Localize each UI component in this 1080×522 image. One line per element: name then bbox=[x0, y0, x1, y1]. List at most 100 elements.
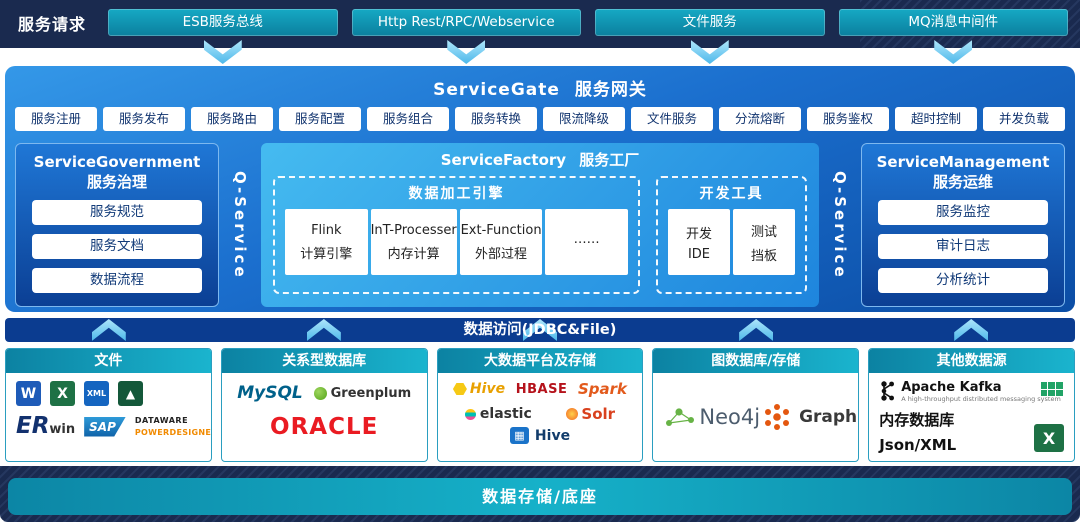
greenplum-logo: Greenplum bbox=[313, 386, 411, 401]
engine-cell-more: …… bbox=[545, 209, 628, 275]
datasource-other-body: Apache Kafka A high-throughput distribut… bbox=[869, 373, 1074, 461]
datasource-files-body: W X XML ▲ ER win SAP DATAWARE POWERDESIG… bbox=[6, 373, 211, 461]
feature-file-service: 文件服务 bbox=[631, 107, 713, 131]
arrow-down-icon bbox=[203, 40, 242, 64]
graphdb-text: GraphDB bbox=[799, 407, 858, 427]
powerdesigner-logo: POWERDESIGNER bbox=[134, 428, 212, 437]
engine-cell-ext-function: Ext-Function 外部过程 bbox=[459, 209, 543, 275]
data-engine-title: 数据加工引擎 bbox=[408, 186, 505, 202]
engine-cell-name: …… bbox=[573, 232, 600, 247]
hive-logo: Hive bbox=[452, 381, 505, 397]
feature-service-config: 服务配置 bbox=[279, 107, 361, 131]
solr-sun-icon bbox=[566, 408, 579, 420]
governance-items: 服务规范 服务文档 数据流程 bbox=[32, 200, 202, 293]
elastic-text: elastic bbox=[479, 406, 532, 422]
channel-mq-middleware: MQ消息中间件 bbox=[838, 9, 1068, 36]
engine-cells: Flink 计算引擎 InT-Processer 内存计算 Ext-Functi… bbox=[285, 209, 628, 275]
dev-tools-title: 开发工具 bbox=[699, 186, 764, 202]
datasource-bigdata-body: Hive HBASE Spark elastic Solr bbox=[438, 373, 643, 461]
request-channels: ESB服务总线 Http Rest/RPC/Webservice 文件服务 MQ… bbox=[108, 9, 1068, 36]
dataware-powerdesigner: DATAWARE POWERDESIGNER bbox=[134, 416, 212, 437]
engine-cell-desc: 计算引擎 bbox=[300, 246, 353, 262]
devtool-cells: 开发 IDE 测试 挡板 bbox=[667, 209, 795, 275]
datasource-files: 文件 W X XML ▲ ER win SAP DATAWARE PO bbox=[5, 348, 212, 462]
dataware-logo: DATAWARE bbox=[134, 416, 189, 425]
management-title-en: ServiceManagement bbox=[876, 153, 1050, 171]
governance-item-spec: 服务规范 bbox=[32, 200, 202, 225]
file-icons-row: W X XML ▲ bbox=[16, 381, 201, 406]
arrow-down-icon bbox=[934, 40, 973, 64]
service-governance-panel: ServiceGovernment 服务治理 服务规范 服务文档 数据流程 bbox=[15, 143, 219, 307]
kafka-name: Apache Kafka bbox=[901, 379, 1002, 395]
devtool-cell-mock: 测试 挡板 bbox=[732, 209, 795, 275]
elastic-logo: elastic bbox=[464, 406, 532, 422]
elastic-icon bbox=[464, 408, 476, 420]
excel-icon: X bbox=[50, 381, 75, 406]
governance-item-flow: 数据流程 bbox=[32, 268, 202, 293]
solr-logo: Solr bbox=[566, 405, 615, 423]
governance-title-en: ServiceGovernment bbox=[33, 153, 201, 171]
neo4j-graph-icon bbox=[666, 408, 695, 426]
spark-logo: Spark bbox=[578, 380, 628, 398]
management-item-monitor: 服务监控 bbox=[878, 200, 1048, 225]
kafka-logo: Apache Kafka A high-throughput distribut… bbox=[879, 379, 1064, 403]
engine-cell-desc: 内存计算 bbox=[387, 246, 440, 262]
neo4j-text: Neo4j bbox=[699, 405, 761, 429]
feature-service-compose: 服务组合 bbox=[367, 107, 449, 131]
json-xml-label: Json/XML bbox=[879, 436, 957, 454]
file-logos-row: ER win SAP DATAWARE POWERDESIGNER bbox=[16, 415, 211, 438]
greenplum-icon bbox=[313, 386, 327, 400]
memory-db-label: 内存数据库 bbox=[879, 411, 955, 429]
feature-circuit-break: 分流熔断 bbox=[719, 107, 801, 131]
kafka-icon bbox=[881, 381, 895, 401]
erwin-logo-win: win bbox=[49, 422, 76, 437]
kafka-subtitle: A high-throughput distributed messaging … bbox=[901, 394, 1061, 403]
service-gate-title: ServiceGate 服务网关 bbox=[433, 80, 647, 100]
data-storage-bar: 数据存储/底座 bbox=[8, 478, 1072, 515]
dev-tools-group: 开发工具 开发 IDE 测试 挡板 bbox=[655, 176, 807, 294]
datasource-files-title: 文件 bbox=[6, 349, 211, 373]
feature-service-register: 服务注册 bbox=[15, 107, 97, 131]
devtool-cell-name: 测试 bbox=[750, 224, 777, 240]
datasource-other-title: 其他数据源 bbox=[869, 349, 1074, 373]
relational-row1: MySQL Greenplum bbox=[232, 383, 417, 403]
feature-service-transform: 服务转换 bbox=[455, 107, 537, 131]
pyramid-file-icon: ▲ bbox=[118, 381, 143, 406]
arrow-down-icon bbox=[690, 40, 729, 64]
datasource-row: 文件 W X XML ▲ ER win SAP DATAWARE PO bbox=[5, 348, 1075, 462]
engine-cell-name: InT-Processer bbox=[370, 222, 457, 238]
datasource-relational-body: MySQL Greenplum ORACLE bbox=[222, 373, 427, 461]
devtool-cell-name: 开发 bbox=[685, 226, 712, 242]
service-request-label: 服务请求 bbox=[18, 15, 87, 34]
feature-timeout-control: 超时控制 bbox=[895, 107, 977, 131]
datasource-graph: 图数据库/存储 Neo4j bbox=[652, 348, 860, 462]
feature-service-auth: 服务鉴权 bbox=[807, 107, 889, 131]
bigdata-row1: Hive HBASE Spark bbox=[448, 380, 633, 398]
datasource-graph-body: Neo4j GraphDB bbox=[653, 373, 858, 461]
engine-cell-name: Ext-Function bbox=[460, 222, 542, 238]
sap-logo: SAP bbox=[84, 416, 126, 437]
engine-cell-desc: 外部过程 bbox=[475, 246, 528, 262]
hive-bee-icon bbox=[452, 383, 467, 395]
neo4j-logo: Neo4j bbox=[663, 405, 760, 429]
service-management-panel: ServiceManagement 服务运维 服务监控 审计日志 分析统计 bbox=[861, 143, 1065, 307]
kafka-text-col: Apache Kafka A high-throughput distribut… bbox=[901, 380, 1061, 403]
arrow-down-icon bbox=[447, 40, 486, 64]
q-service-right-label: Q-Service bbox=[831, 170, 849, 280]
graph-row: Neo4j GraphDB bbox=[663, 379, 858, 455]
channel-esb-bus: ESB服务总线 bbox=[108, 9, 338, 36]
bigdata-row2: elastic Solr bbox=[448, 405, 633, 423]
spreadsheet-grid-icon bbox=[1039, 381, 1064, 397]
channel-file-service: 文件服务 bbox=[595, 9, 825, 36]
management-title-cn: 服务运维 bbox=[932, 173, 993, 191]
oracle-logo: ORACLE bbox=[270, 414, 379, 440]
hive-blue-icon: ▦ bbox=[509, 427, 529, 444]
factory-row: 数据加工引擎 Flink 计算引擎 InT-Processer 内存计算 bbox=[273, 176, 807, 294]
engine-cell-name: Flink bbox=[311, 222, 342, 238]
q-service-left-label: Q-Service bbox=[231, 170, 249, 280]
service-gate-panel: ServiceGate 服务网关 服务注册 服务发布 服务路由 服务配置 服务组… bbox=[5, 66, 1075, 312]
service-factory-panel: ServiceFactory 服务工厂 数据加工引擎 Flink 计算引擎 In… bbox=[261, 143, 819, 307]
down-arrows bbox=[108, 40, 1068, 64]
management-item-audit: 审计日志 bbox=[878, 234, 1048, 259]
